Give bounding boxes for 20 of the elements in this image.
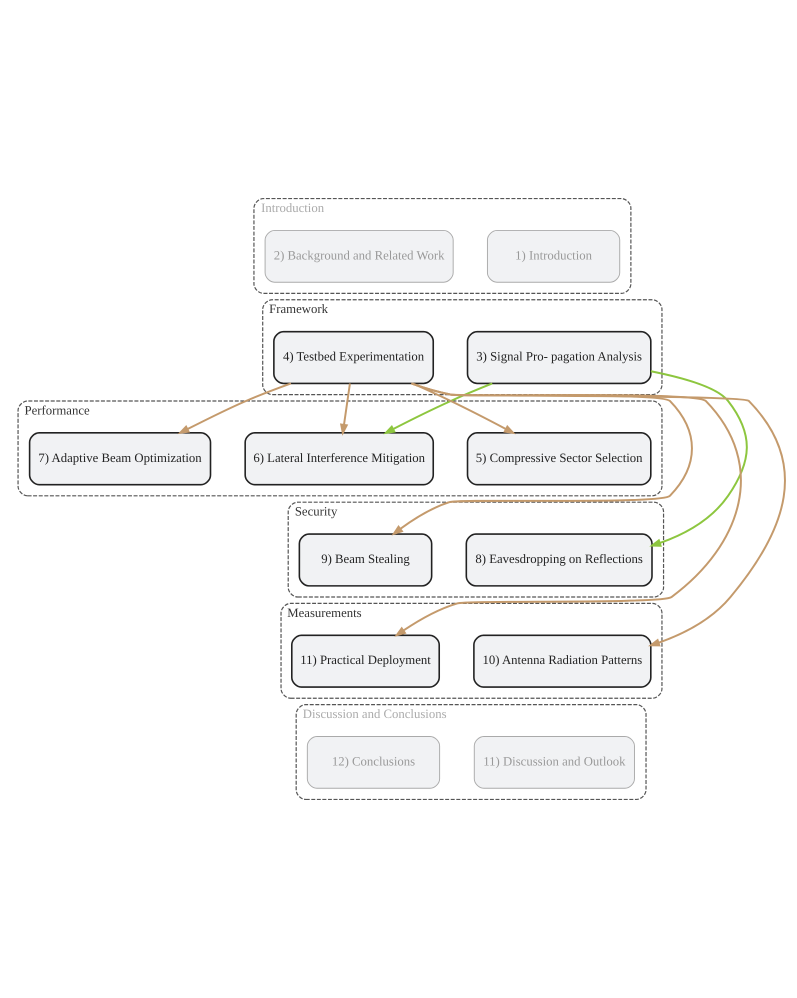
node-box: 3) Signal Pro- pagation Analysis bbox=[466, 330, 652, 384]
node-box: 9) Beam Stealing bbox=[298, 533, 432, 587]
node-box: 1) Introduction bbox=[486, 230, 620, 283]
node-box: 12) Conclusions bbox=[306, 736, 440, 789]
node-box: 5) Compressive Sector Selection bbox=[466, 432, 652, 486]
arrow bbox=[392, 382, 693, 536]
arrow bbox=[383, 382, 493, 434]
node-box: 7) Adaptive Beam Optimization bbox=[28, 432, 212, 486]
node-box: 8) Eavesdropping on Reflections bbox=[466, 533, 653, 587]
node-box: 4) Testbed Experimentation bbox=[273, 330, 434, 384]
arrow bbox=[410, 382, 786, 646]
arrow bbox=[340, 383, 351, 436]
node-box: 11) Practical Deployment bbox=[291, 634, 440, 688]
arrow bbox=[649, 370, 748, 547]
arrow bbox=[394, 382, 742, 637]
node-box: 11) Discussion and Outlook bbox=[474, 736, 635, 789]
node-box: 2) Background and Related Work bbox=[264, 230, 454, 283]
node-box: 10) Antenna Radiation Patterns bbox=[473, 634, 652, 688]
arrow bbox=[412, 382, 516, 434]
node-box: 6) Lateral Interference Mitigation bbox=[244, 432, 434, 486]
